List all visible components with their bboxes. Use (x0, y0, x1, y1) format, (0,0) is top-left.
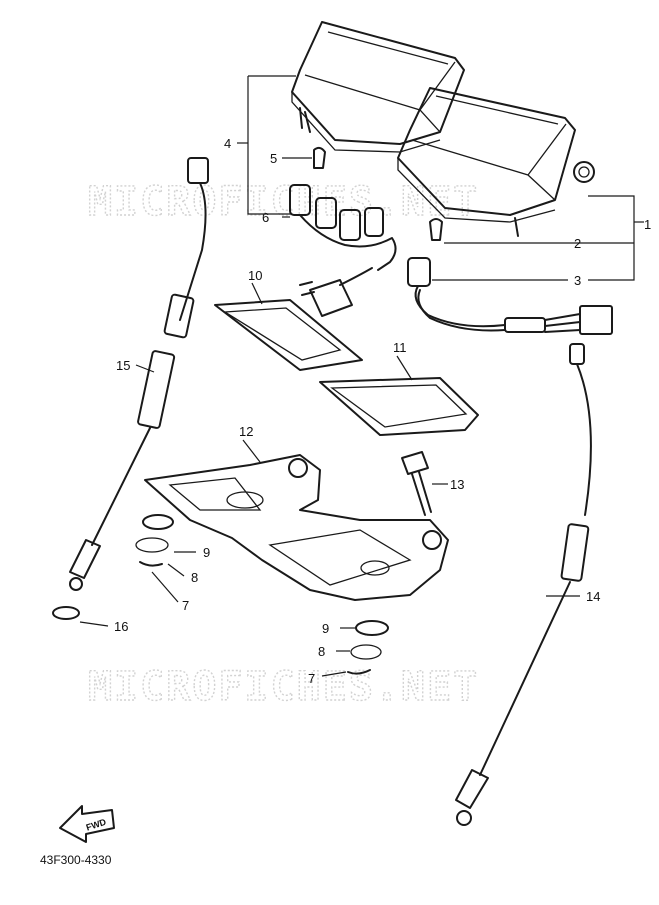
callout-3: 3 (574, 273, 581, 288)
callout-5: 5 (270, 151, 277, 166)
diagram-code: 43F300-4330 (40, 853, 112, 867)
watermark-bottom: MICROFICHES.NET (88, 664, 479, 710)
gasket-10 (214, 299, 363, 371)
callout-10: 10 (248, 268, 262, 283)
meter-housing-right (397, 87, 595, 237)
callout-16: 16 (114, 619, 128, 634)
leader-lines (79, 75, 644, 677)
callout-numbers: 1 2 3 4 5 6 7 7 8 8 9 9 10 11 12 13 14 1… (114, 136, 651, 686)
bulb-5 (313, 146, 326, 169)
callout-11: 11 (393, 340, 407, 355)
bulb-2 (429, 218, 443, 241)
callout-7-right: 7 (308, 671, 315, 686)
socket-3-wire (407, 257, 613, 335)
bolt-13 (401, 451, 432, 516)
washer-16 (52, 606, 80, 620)
callout-8-right: 8 (318, 644, 325, 659)
connector-left (299, 267, 373, 317)
callout-9-left: 9 (203, 545, 210, 560)
gasket-11 (319, 377, 479, 436)
meter-housing-left (291, 21, 465, 153)
callout-2: 2 (574, 236, 581, 251)
callout-8-left: 8 (191, 570, 198, 585)
fwd-arrow-icon: FWD (59, 805, 115, 843)
speedo-cable-14 (455, 343, 592, 826)
callout-15: 15 (116, 358, 130, 373)
callout-4: 4 (224, 136, 231, 151)
callout-14: 14 (586, 589, 600, 604)
callout-12: 12 (239, 424, 253, 439)
tacho-cable-15 (69, 157, 209, 591)
callout-1: 1 (644, 217, 651, 232)
bracket-12 (144, 454, 449, 601)
grommet-left (135, 514, 174, 567)
callout-7-left: 7 (182, 598, 189, 613)
socket-group-6 (289, 184, 397, 271)
callout-13: 13 (450, 477, 464, 492)
callout-9-right: 9 (322, 621, 329, 636)
callout-6: 6 (262, 210, 269, 225)
watermark-top: MICROFICHES.NET (88, 179, 479, 225)
